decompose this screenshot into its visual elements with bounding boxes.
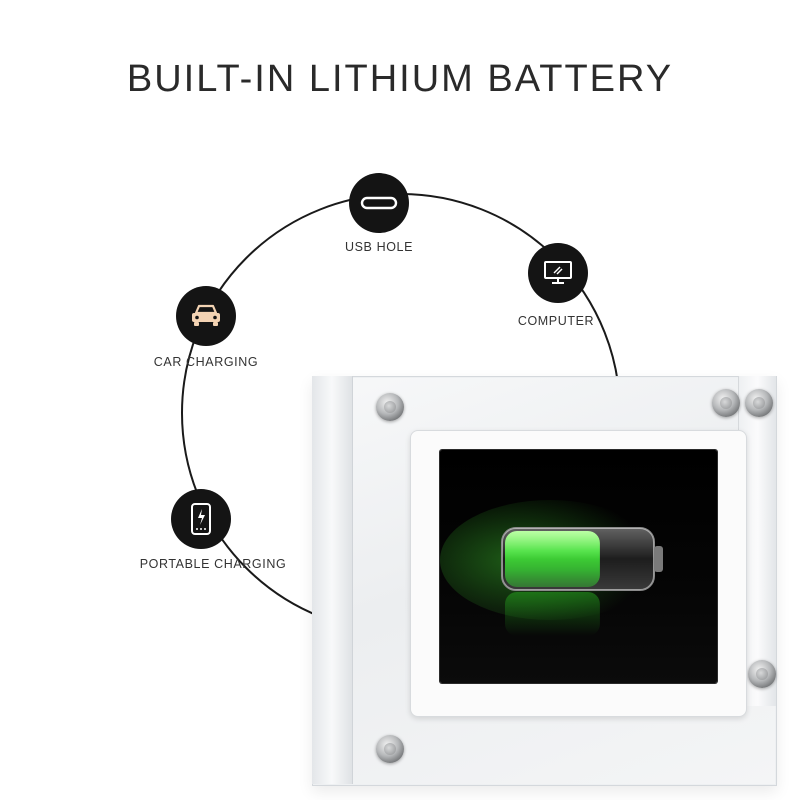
top-left-screw [376,393,404,421]
page-title: BUILT-IN LITHIUM BATTERY [126,58,674,100]
car-charging-label: CAR CHARGING [153,355,259,369]
bottom-right-screw [748,660,776,688]
frame-left-edge [312,376,353,784]
usb-port-icon [349,173,409,233]
display-screen [440,450,717,683]
computer-label: COMPUTER [517,314,595,328]
portable-charging-label: PORTABLE CHARGING [139,557,287,571]
top-right-screw [712,389,740,417]
usb-hole-label: USB HOLE [344,240,414,254]
monitor-icon [528,243,588,303]
bottom-left-screw [376,735,404,763]
battery-icon [440,500,663,636]
car-icon [176,286,236,346]
power-bank-icon [171,489,231,549]
top-right-rear-screw [745,389,773,417]
